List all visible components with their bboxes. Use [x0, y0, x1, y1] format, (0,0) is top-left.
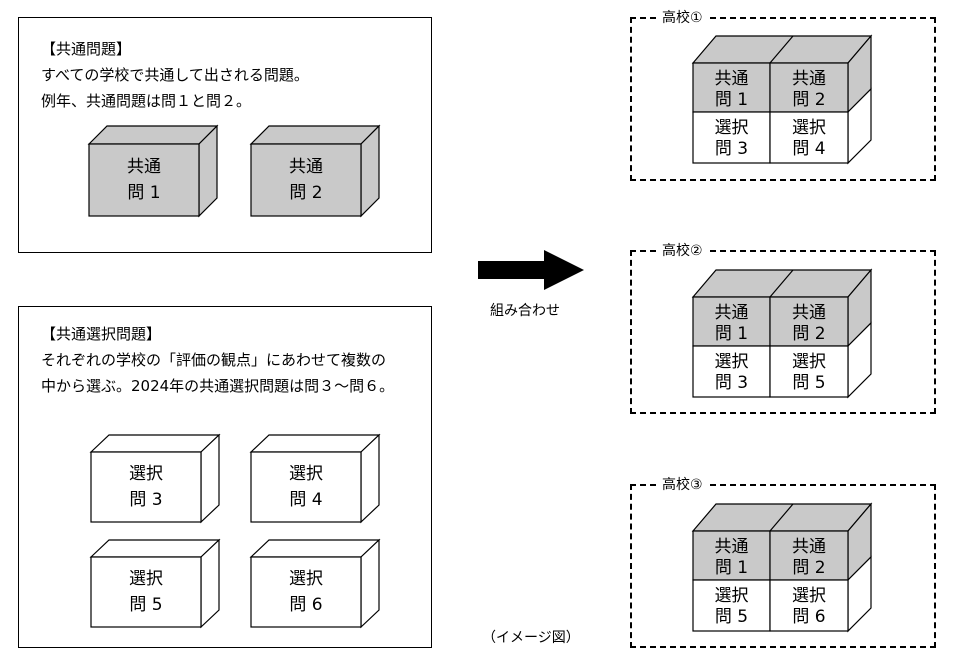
stack-cell: [769, 345, 849, 398]
stack-cell-line2: 問 3: [715, 139, 748, 159]
image-caption: （イメージ図）: [482, 630, 580, 646]
elective-block-4-line1: 選択: [289, 464, 323, 484]
stack-cell-line2: 問 2: [792, 324, 825, 344]
elective-block-5-line2: 問 5: [129, 595, 162, 615]
stack-cell-line2: 問 1: [715, 90, 748, 110]
school-1-label: 高校①: [656, 7, 709, 27]
stack-cell-line1: 選択: [792, 118, 826, 138]
elective-block-5-line1: 選択: [129, 569, 163, 589]
stack-cell: [692, 530, 771, 581]
elective-block-5: 選択 問 5: [89, 538, 221, 629]
elective-blocks-layer: 選択 問 3 選択 問 4 選択 問 5 選択 問 6: [89, 433, 381, 629]
stack-cell-line1: 共通: [715, 69, 749, 89]
common-block-1-line1: 共通: [127, 157, 161, 177]
common-block-1: 共通 問 1: [87, 124, 219, 218]
arrow-label: 組み合わせ: [490, 303, 560, 319]
elective-block-3-line1: 選択: [129, 464, 163, 484]
common-questions-panel: 【共通問題】 すべての学校で共通して出される問題。 例年、共通問題は問１と問２。…: [18, 17, 432, 253]
stack-cell-line2: 問 4: [792, 139, 825, 159]
elective-block-3: 選択 問 3: [89, 433, 221, 524]
common-block-2-line1: 共通: [289, 157, 323, 177]
elective-panel-desc-1: それぞれの学校の「評価の観点」にあわせて複数の: [41, 351, 387, 369]
stack-divider: [769, 35, 794, 64]
school-2-box: 高校②: [630, 240, 936, 414]
stack-cell-line2: 問 2: [792, 90, 825, 110]
stack-cell-line2: 問 6: [792, 607, 825, 627]
elective-panel-title: 【共通選択問題】: [41, 325, 162, 343]
stack-cell-line2: 問 2: [792, 558, 825, 578]
stack-divider: [769, 269, 794, 298]
stack-cell: [769, 579, 849, 632]
common-panel-desc-2: 例年、共通問題は問１と問２。: [41, 92, 252, 110]
common-block-1-line2: 問 1: [127, 183, 160, 203]
stack-cell-line1: 選択: [792, 352, 826, 372]
elective-questions-panel: 【共通選択問題】 それぞれの学校の「評価の観点」にあわせて複数の 中から選ぶ。2…: [18, 306, 432, 648]
stack-cell-line2: 問 1: [715, 324, 748, 344]
stack-cell-line1: 選択: [792, 586, 826, 606]
elective-block-3-line2: 問 3: [129, 490, 162, 510]
stack-cell-line1: 選択: [715, 118, 749, 138]
school-1-box: 高校①: [630, 7, 936, 181]
common-block-2-line2: 問 2: [289, 183, 322, 203]
stack-cell-line1: 共通: [792, 303, 826, 323]
common-block-2: 共通 問 2: [249, 124, 381, 218]
right-arrow-icon: [478, 250, 584, 290]
common-panel-title: 【共通問題】: [41, 40, 132, 58]
stack-cell: [692, 345, 771, 398]
stack-cell-line2: 問 3: [715, 373, 748, 393]
stack-cell-line2: 問 5: [715, 607, 748, 627]
stack-cell: [692, 296, 771, 347]
elective-block-6-line2: 問 6: [289, 595, 322, 615]
stack-cell-line1: 共通: [792, 537, 826, 557]
school-3-label: 高校③: [656, 474, 709, 494]
elective-block-6: 選択 問 6: [249, 538, 381, 629]
stack-cell: [692, 579, 771, 632]
elective-block-4-line2: 問 4: [289, 490, 322, 510]
stack-cell: [769, 111, 849, 164]
stack-cell-line1: 選択: [715, 352, 749, 372]
elective-block-6-line1: 選択: [289, 569, 323, 589]
stack-cell-line2: 問 1: [715, 558, 748, 578]
elective-block-4: 選択 問 4: [249, 433, 381, 524]
stack-cell-line1: 共通: [715, 303, 749, 323]
stack-cell-line1: 選択: [715, 586, 749, 606]
stack-cell: [692, 111, 771, 164]
elective-panel-desc-2: 中から選ぶ。2024年の共通選択問題は問３～問６。: [41, 377, 395, 395]
school-3-box: 高校③: [630, 474, 936, 648]
common-panel-desc-1: すべての学校で共通して出される問題。: [41, 66, 309, 84]
stack-cell-line1: 共通: [715, 537, 749, 557]
stack-divider: [769, 503, 794, 532]
stack-cell: [769, 62, 849, 113]
school-2-label: 高校②: [656, 240, 709, 260]
stack-cell-line1: 共通: [792, 69, 826, 89]
stack-cell-line2: 問 5: [792, 373, 825, 393]
common-blocks-layer: 共通 問 1 共通 問 2: [87, 124, 381, 218]
stack-cell: [692, 62, 771, 113]
